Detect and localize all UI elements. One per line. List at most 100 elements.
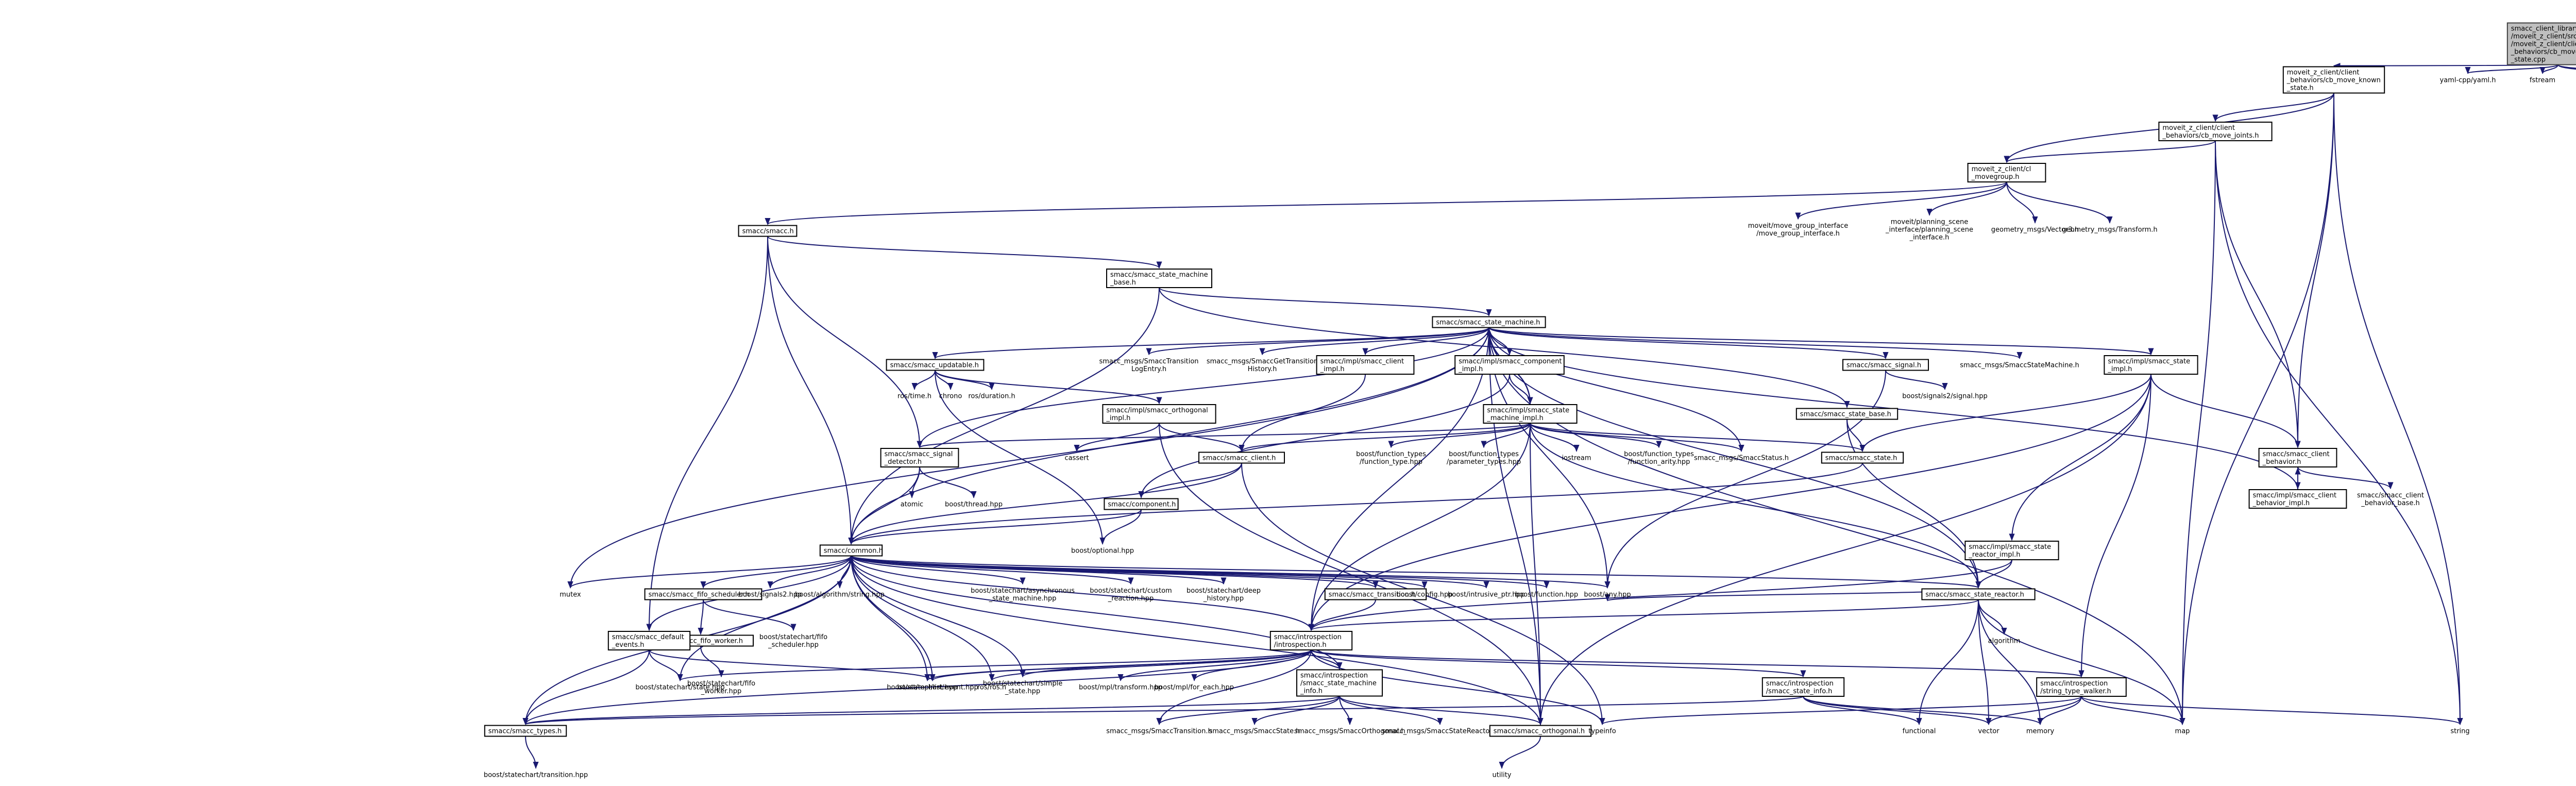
edge-smacc_h-to-signal_detector_h [767, 236, 923, 448]
node-box [1324, 588, 1427, 600]
node-client-impl-h[interactable]: smacc/impl/smacc_client_impl.h [1316, 355, 1415, 375]
node-box [2158, 122, 2273, 141]
edge-state_machine_h-to-state_impl_h [1488, 327, 2154, 356]
node-default-events-h[interactable]: smacc/smacc_default_events.h [607, 631, 691, 650]
node-smacc-orthogonal-h[interactable]: smacc/smacc_orthogonal.h [1489, 725, 1592, 737]
node-component-h[interactable]: smacc/component.h [1104, 498, 1179, 510]
node-mpl-transform-hpp: boost/mpl/transform.hpp [1079, 684, 1162, 692]
node-smacc-status-h: smacc_msgs/SmaccStatus.h [1694, 455, 1789, 462]
edge-state_machine_h-to-signal_h [1488, 327, 1889, 359]
node-state-h[interactable]: smacc/smacc_state.h [1821, 451, 1904, 464]
node-label-line: moveit_z_client/client [2287, 69, 2360, 77]
node-component-impl-h[interactable]: smacc/impl/smacc_component_impl.h [1454, 355, 1565, 375]
node-label-line: smacc/smacc_client [2263, 450, 2330, 458]
edge-movegroup_h-to-mgi_h [1795, 181, 2007, 220]
node-label-line: smacc/smacc_state_machine.h [1436, 319, 1540, 327]
node-label-line: _behaviors/cb_move_known [2286, 77, 2381, 85]
node-state-machine-h[interactable]: smacc/smacc_state_machine.h [1432, 316, 1546, 328]
node-label-line: iostream [1562, 455, 1591, 462]
node-client-behavior-h[interactable]: smacc/smacc_client_behavior.h [2258, 448, 2337, 467]
node-ros-duration-h: ros/duration.h [968, 393, 1015, 400]
node-sm-impl-h[interactable]: smacc/impl/smacc_state_machine_impl.h [1483, 404, 1578, 424]
edge-state_reactor_h-to-vector [1978, 599, 1992, 725]
node-label-line: boost/statechart/custom [1090, 587, 1172, 595]
node-map: map [2175, 728, 2190, 735]
node-psi-h: moveit/planning_scene_interface/planning… [1885, 219, 1973, 242]
node-sm-info-h[interactable]: smacc/introspection/smacc_state_machine_… [1296, 669, 1383, 697]
node-smacc-transition-h[interactable]: smacc/smacc_transition.h [1324, 588, 1427, 600]
node-box [2248, 489, 2347, 509]
node-state-info-h[interactable]: smacc/introspection/smacc_state_info.h [1761, 677, 1845, 697]
node-state-impl-h[interactable]: smacc/impl/smacc_state_impl.h [2104, 355, 2198, 375]
node-label-line: smacc_msgs/SmaccTransition.h [1106, 728, 1212, 735]
edge-common_h-to-state_reactor_h [851, 555, 1981, 589]
edge-sm_info_h-to-msg_state_reactor_h [1339, 696, 1443, 725]
node-label-line: vector [1978, 728, 1999, 735]
edge-movegroup_h-to-vector3_h [2006, 181, 2038, 224]
node-label-line: boost/statechart/state.hpp [635, 684, 724, 692]
node-mgi-h: moveit/move_group_interface/move_group_i… [1748, 222, 1848, 238]
node-fifo-scheduler-h[interactable]: smacc/smacc_fifo_scheduler.h [644, 588, 762, 600]
edge-state_machine_h-to-transition_log_h [1146, 327, 1489, 356]
node-statechart-state-hpp: boost/statechart/state.hpp [635, 684, 724, 692]
node-movegroup-h[interactable]: moveit_z_client/cl_movegroup.h [1967, 163, 2046, 182]
edge-introspection_h-to-typeinfo [1311, 649, 1605, 725]
node-state-reactor-h[interactable]: smacc/smacc_state_reactor.h [1921, 588, 2036, 600]
node-fstream: fstream [2530, 77, 2555, 85]
edge-smacc_orthogonal_h-to-utility [1499, 736, 1541, 769]
edge-smacc_h-to-sm_base_h [767, 236, 1162, 269]
node-label-line: _scheduler.hpp [768, 641, 819, 649]
edge-state_machine_h-to-common_h [848, 327, 1489, 545]
node-string-type-walker-h[interactable]: smacc/introspection/string_type_walker.h [2036, 677, 2127, 697]
node-introspection-h[interactable]: smacc/introspection/introspection.h [1269, 631, 1353, 650]
node-label-line: _state.h [2286, 85, 2314, 92]
node-label-line: map [2175, 728, 2190, 735]
node-box [886, 359, 985, 371]
node-updatable-h[interactable]: smacc/smacc_updatable.h [886, 359, 985, 371]
node-smacc-types-h[interactable]: smacc/smacc_types.h [484, 725, 567, 737]
node-label-line: ros/ros.h [977, 684, 1006, 692]
node-label-line: yaml-cpp/yaml.h [2440, 77, 2496, 85]
node-label-line: smacc/impl/smacc_state [2108, 358, 2190, 365]
node-state-base-h[interactable]: smacc/smacc_state_base.h [1795, 408, 1899, 420]
node-label-line: _events.h [612, 641, 645, 649]
edge-client_h-to-component_h [1138, 463, 1242, 498]
edge-string_type_walker_h-to-vector [1986, 696, 2082, 725]
node-cb-move-joints-h[interactable]: moveit_z_client/client_behaviors/cb_move… [2158, 122, 2273, 141]
node-orthogonal-impl-h[interactable]: smacc/impl/smacc_orthogonal_impl.h [1102, 404, 1216, 424]
node-label-line: smacc/smacc_state_base.h [1800, 411, 1891, 419]
node-msg-state-reactor-h: smacc_msgs/SmaccStateReactor.h [1382, 728, 1498, 735]
node-cb-move-known-state-h[interactable]: moveit_z_client/client_behaviors/cb_move… [2282, 66, 2385, 94]
node-label-line: moveit/planning_scene [1891, 219, 1968, 226]
edge-common_h-to-custom_reaction_hpp [851, 555, 1134, 585]
edge-cb_move_known_state_h-to-client_behavior_h [2295, 93, 2334, 448]
node-client-h[interactable]: smacc/smacc_client.h [1198, 451, 1285, 464]
node-signal-h[interactable]: smacc/smacc_signal.h [1842, 359, 1929, 371]
node-label-line: smacc/smacc_client.h [1202, 455, 1276, 462]
node-box [2282, 66, 2385, 94]
node-sm-base-h[interactable]: smacc/smacc_state_machine_base.h [1106, 269, 1212, 288]
node-label-line: _impl.h [1458, 365, 1483, 373]
node-label-line: /function_arity.hpp [1628, 458, 1690, 466]
node-memory: memory [2026, 728, 2055, 735]
node-label-line: smacc_msgs/SmaccOrthogonal.h [1294, 728, 1405, 735]
node-mutex: mutex [560, 591, 581, 599]
node-signal-detector-h[interactable]: smacc/smacc_signal_detector.h [880, 448, 959, 467]
node-label-line: fstream [2530, 77, 2555, 85]
node-label-line: smacc/impl/smacc_state [1969, 543, 2051, 551]
node-boost-thread-hpp: boost/thread.hpp [945, 501, 1003, 509]
node-msg-orthogonal-h: smacc_msgs/SmaccOrthogonal.h [1294, 728, 1405, 735]
node-state-reactor-impl-h[interactable]: smacc/impl/smacc_state_reactor_impl.h [1964, 541, 2059, 560]
node-smacc-h[interactable]: smacc/smacc.h [738, 225, 798, 237]
node-client-behavior-impl-h[interactable]: smacc/impl/smacc_client_behavior_impl.h [2248, 489, 2347, 509]
node-label-line: /moveit_z_client/client [2511, 41, 2576, 48]
edge-common_h-to-boost_any_hpp [851, 555, 1610, 589]
edge-updatable_h-to-ros_time_h [911, 370, 936, 390]
edge-state_machine_h-to-state_reactor_h [1488, 327, 1981, 589]
node-fifo-worker-hpp: boost/statechart/fifo_worker.hpp [687, 680, 755, 695]
node-box [1269, 631, 1353, 650]
node-common-h[interactable]: smacc/common.h [819, 544, 883, 557]
node-label-line: /string_type_walker.h [2040, 688, 2111, 695]
edge-string_type_walker_h-to-string [2081, 696, 2463, 725]
node-sc-transition-hpp: boost/statechart/transition.hpp [484, 772, 588, 779]
